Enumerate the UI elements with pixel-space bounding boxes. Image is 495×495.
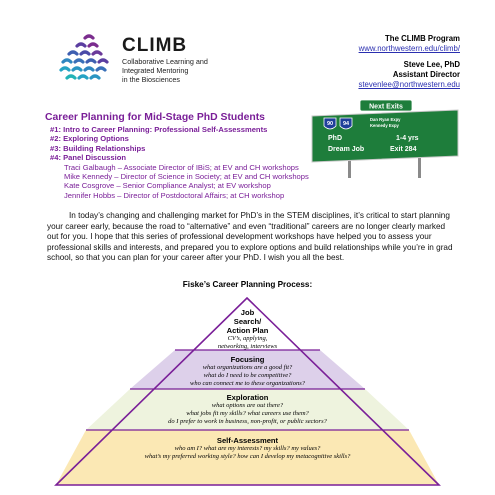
director-email-link[interactable]: stevenlee@northwestern.edu — [358, 80, 460, 89]
session-item: #1: Intro to Career Planning: Profession… — [50, 125, 268, 134]
highway-sign-illustration: Next Exits 90 94 Dan Ryan Expy Kennedy E… — [311, 99, 459, 178]
sign-years: 1-4 yrs — [396, 135, 419, 142]
contact-block: The CLIMB Program www.northwestern.edu/c… — [358, 34, 460, 90]
climb-logo — [59, 34, 109, 80]
panelist-item: Mike Kennedy – Director of Science in So… — [64, 172, 309, 182]
pyramid-job-level: Job Search/ Action Plan CV’s, applying, … — [217, 308, 278, 350]
sign-note-2: Kennedy Expy — [370, 123, 400, 128]
panelist-item: Traci Galbaugh – Associate Director of I… — [64, 162, 299, 172]
brand-subtitle: Collaborative Learning and Integrated Me… — [122, 57, 208, 84]
pyramid-focusing-level: Focusing what organizations are a good f… — [190, 355, 305, 387]
sign-phd: PhD — [328, 135, 342, 142]
pyramid-title: Fiske’s Career Planning Process: — [182, 280, 313, 289]
shield-right-label: 94 — [343, 121, 350, 127]
director-title: Assistant Director — [392, 70, 460, 79]
sign-exit: Exit 284 — [390, 146, 417, 153]
pyramid-exploration-level: Exploration what options are out there? … — [168, 393, 327, 425]
pyramid-self-assessment-band — [56, 430, 439, 485]
session-item: #2: Exploring Options — [50, 134, 129, 144]
program-url-link[interactable]: www.northwestern.edu/climb/ — [358, 44, 460, 53]
sign-note-1: Dan Ryan Expy — [370, 117, 401, 122]
session-item: #4: Panel Discussion — [50, 153, 126, 163]
shield-left-label: 90 — [327, 121, 333, 127]
page-title: Career Planning for Mid-Stage PhD Studen… — [45, 112, 265, 123]
panelist-item: Kate Cosgrove – Senior Compliance Analys… — [64, 181, 271, 191]
sign-top-label: Next Exits — [369, 104, 403, 111]
pyramid-exploration-band — [86, 389, 409, 430]
panelist-item: Jennifer Hobbs – Director of Postdoctora… — [64, 190, 285, 200]
program-name: The CLIMB Program — [385, 34, 460, 43]
brand-name: CLIMB — [122, 35, 188, 56]
director-name: Steve Lee, PhD — [403, 60, 460, 69]
pyramid-focusing-band — [130, 350, 365, 389]
sign-dream-job: Dream Job — [328, 146, 364, 153]
pyramid-self-assessment-level: Self-Assessment who am I? what are my in… — [144, 436, 351, 460]
pyramid-job-band — [175, 298, 320, 350]
session-item: #3: Building Relationships — [50, 143, 146, 153]
session-list: #1: Intro to Career Planning: Profession… — [50, 125, 309, 200]
intro-paragraph: In today’s changing and challenging mark… — [47, 211, 453, 263]
